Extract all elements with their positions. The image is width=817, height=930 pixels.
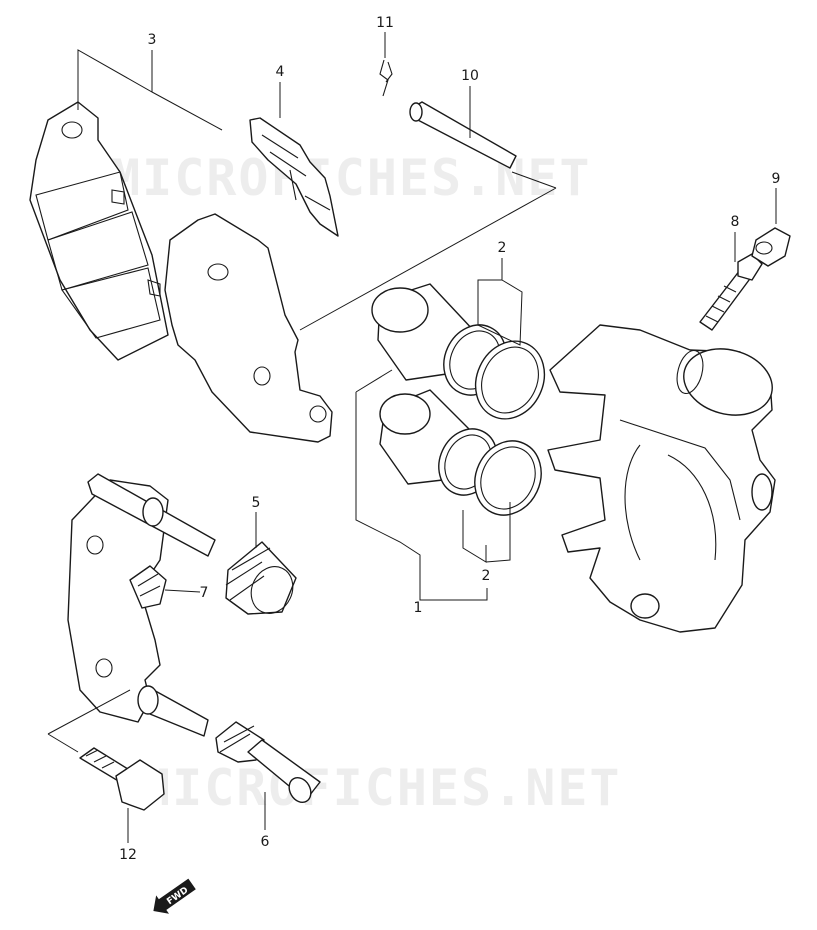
callout-6: 6 <box>261 834 270 850</box>
slide-pin[interactable] <box>215 721 321 806</box>
bracket-clip[interactable] <box>129 565 167 609</box>
brake-pad-set[interactable] <box>29 101 333 443</box>
callout-12: 12 <box>119 847 137 863</box>
callout-11: 11 <box>376 15 394 31</box>
callout-2-bottom: 2 <box>482 568 491 584</box>
leader-lines <box>47 32 777 843</box>
callout-2-top: 2 <box>498 240 507 256</box>
bleeder-valve[interactable] <box>699 253 763 331</box>
callout-3: 3 <box>148 32 157 48</box>
callout-5: 5 <box>252 495 261 511</box>
callout-1: 1 <box>414 600 423 616</box>
forward-direction-badge: FWD <box>153 878 196 914</box>
brake-pad-front <box>29 101 169 361</box>
callout-numbers: 3 4 11 10 2 2 1 5 7 8 9 6 12 <box>119 15 780 863</box>
pin-clip[interactable] <box>379 59 393 97</box>
pin-boot[interactable] <box>225 541 300 620</box>
caliper-body[interactable] <box>547 324 780 633</box>
watermark-bottom: MICROFICHES.NET <box>140 759 622 817</box>
callout-4: 4 <box>276 64 285 80</box>
brake-pad-back-plate <box>164 213 333 443</box>
piston-seal-lower[interactable] <box>428 419 553 526</box>
forward-arrow-icon <box>153 878 196 914</box>
callout-10: 10 <box>461 68 479 84</box>
pad-spring[interactable] <box>249 117 339 237</box>
bleeder-cap[interactable] <box>751 227 791 267</box>
callout-8: 8 <box>731 214 740 230</box>
caliper-bracket[interactable] <box>67 473 216 737</box>
bracket-bolt[interactable] <box>79 747 165 811</box>
piston-seal-upper[interactable] <box>433 315 557 431</box>
callout-7: 7 <box>200 585 209 601</box>
pad-pin[interactable] <box>409 101 517 169</box>
watermark-top: MICROFICHES.NET <box>110 149 592 207</box>
callout-9: 9 <box>772 171 781 187</box>
